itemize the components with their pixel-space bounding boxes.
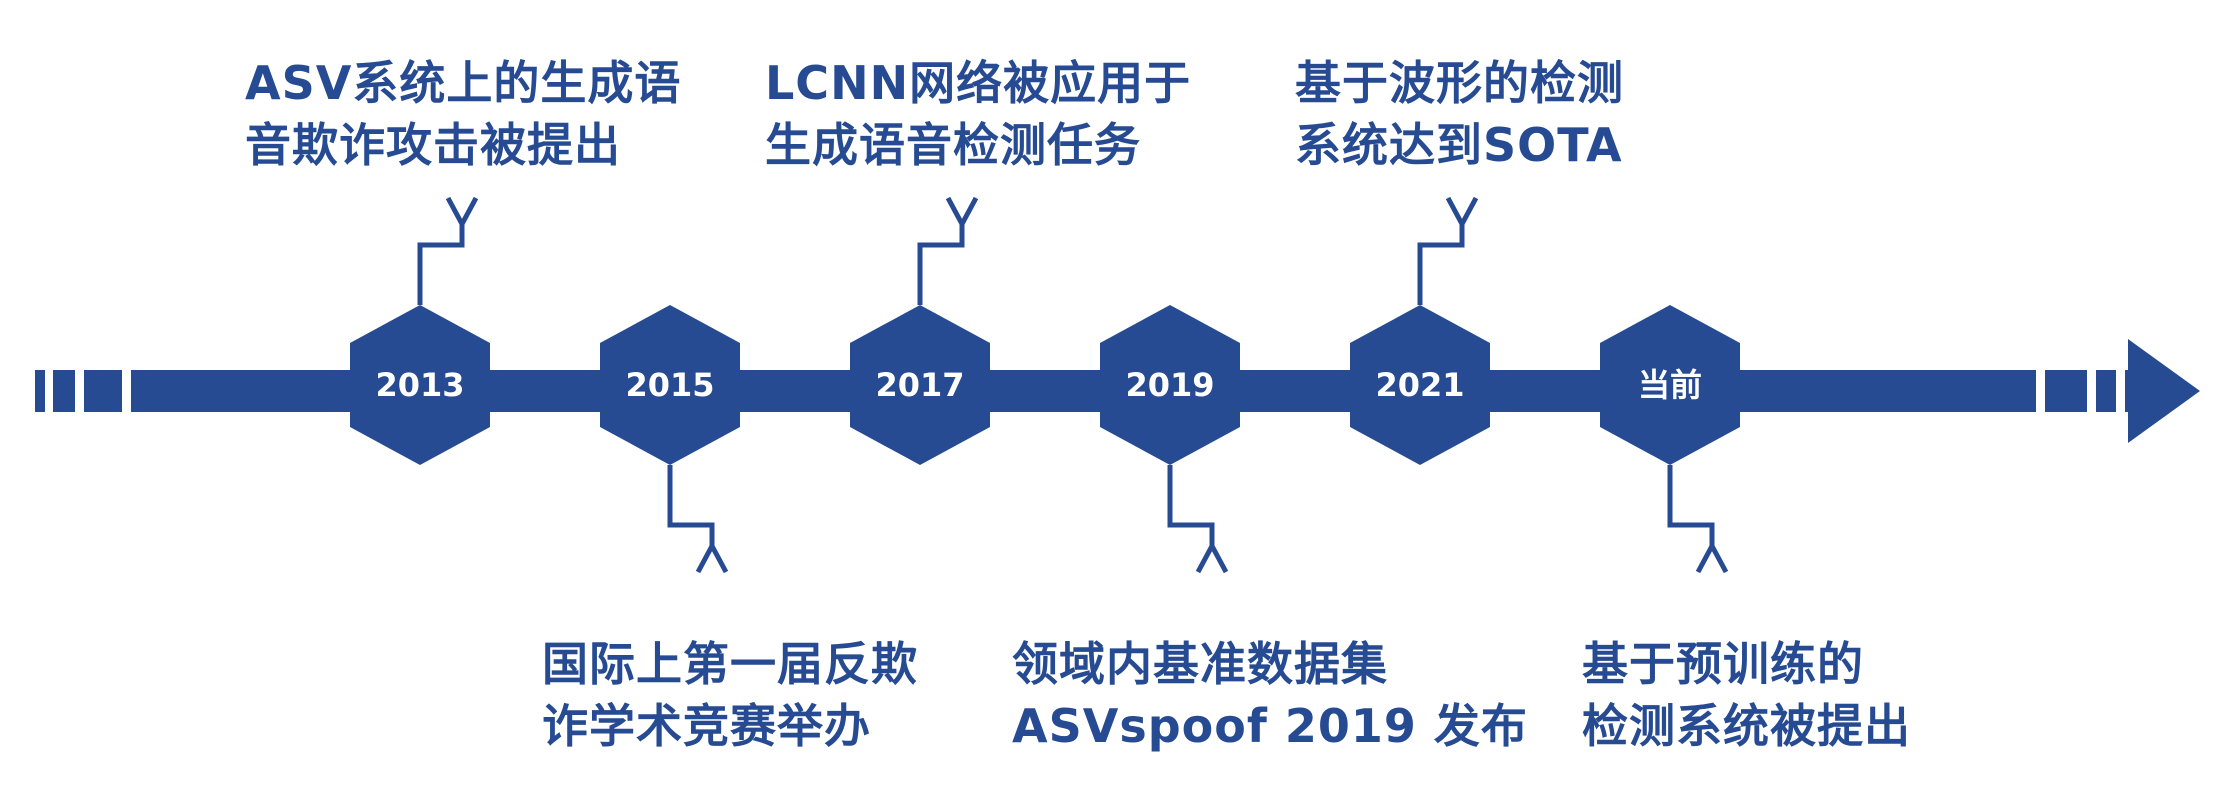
- connector-arrow-icon: [695, 540, 729, 574]
- node-year-label: 2015: [625, 366, 714, 404]
- event-description-line: ASVspoof 2019 发布: [1012, 699, 1528, 753]
- connector-line: [917, 220, 965, 305]
- node-year-label: 2021: [1375, 366, 1464, 404]
- event-description-line: 检测系统被提出: [1582, 699, 1911, 753]
- connector-line: [1417, 220, 1465, 305]
- node-year-label: 2013: [375, 366, 464, 404]
- event-description-line: 国际上第一届反欺: [542, 637, 918, 691]
- node-hexagon: [1600, 305, 1740, 465]
- event-description-line: 基于波形的检测: [1295, 56, 1624, 110]
- connector-arrow-icon: [1445, 196, 1479, 230]
- node-hexagon: [1350, 305, 1490, 465]
- timeline-dash: [2045, 370, 2087, 412]
- event-description: 基于预训练的检测系统被提出: [1582, 633, 1911, 757]
- timeline-dash: [2096, 370, 2116, 412]
- connector-line: [1167, 465, 1215, 550]
- event-description-line: 系统达到SOTA: [1295, 118, 1623, 172]
- event-description: 领域内基准数据集 ASVspoof 2019 发布: [1012, 633, 1528, 757]
- event-description: 国际上第一届反欺诈学术竞赛举办: [542, 633, 918, 757]
- timeline-dash: [53, 370, 75, 412]
- node-hexagon: [350, 305, 490, 465]
- event-description-line: 基于预训练的: [1582, 637, 1864, 691]
- timeline-dash: [84, 370, 122, 412]
- event-description-line: LCNN网络被应用于: [765, 56, 1192, 110]
- event-description: ASV系统上的生成语音欺诈攻击被提出: [245, 52, 681, 176]
- event-description-line: 领域内基准数据集: [1012, 637, 1388, 691]
- connector-arrow-icon: [945, 196, 979, 230]
- connector-line: [417, 220, 465, 305]
- connector-arrow-icon: [1695, 540, 1729, 574]
- event-description-line: 诈学术竞赛举办: [542, 699, 871, 753]
- node-hexagon: [600, 305, 740, 465]
- event-description: 基于波形的检测系统达到SOTA: [1295, 52, 1624, 176]
- event-description-line: 音欺诈攻击被提出: [245, 118, 621, 172]
- timeline-arrowhead: [2128, 339, 2200, 443]
- node-hexagon: [1100, 305, 1240, 465]
- node-year-label: 2019: [1125, 366, 1214, 404]
- node-year-label: 2017: [875, 366, 964, 404]
- event-description-line: ASV系统上的生成语: [245, 56, 682, 110]
- node-hexagon: [850, 305, 990, 465]
- connector-arrow-icon: [1195, 540, 1229, 574]
- connector-line: [1667, 465, 1715, 550]
- connector-arrow-icon: [445, 196, 479, 230]
- node-year-label: 当前: [1638, 366, 1702, 404]
- timeline-dash: [35, 370, 45, 412]
- event-description-line: 生成语音检测任务: [765, 118, 1141, 172]
- connector-line: [667, 465, 715, 550]
- event-description: LCNN网络被应用于生成语音检测任务: [765, 52, 1191, 176]
